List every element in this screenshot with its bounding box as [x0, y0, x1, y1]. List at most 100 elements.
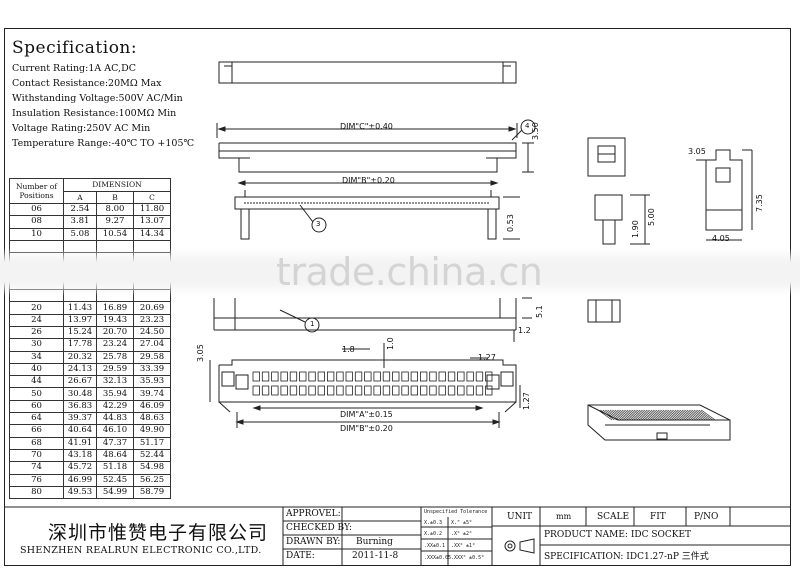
contact-fins — [597, 409, 716, 421]
contact-slot — [308, 371, 316, 382]
contact-fin — [597, 409, 613, 421]
contact-slot — [466, 371, 474, 382]
dim-51: 5.1 — [535, 305, 544, 318]
contact-slot — [345, 385, 353, 396]
contact-slot — [475, 371, 484, 382]
contact-fin — [686, 409, 701, 421]
contact-fin — [641, 409, 656, 421]
contact-fin — [614, 409, 629, 421]
cell-positions: 06 — [9, 202, 64, 217]
cell-dimension-c: 11.80 — [133, 202, 171, 217]
page-number-label: P/NO — [694, 512, 719, 522]
contact-slot — [317, 385, 326, 396]
contact-slot — [317, 371, 326, 382]
contact-fin — [600, 409, 615, 421]
scale-value: FIT — [650, 512, 666, 522]
contact-slot — [373, 385, 381, 396]
scale-label: SCALE — [597, 512, 630, 522]
contact-fin — [617, 409, 632, 421]
contact-slot — [447, 371, 456, 382]
dim-c-label: DIM"C"±0.40 — [340, 122, 393, 131]
contact-slot — [354, 385, 363, 396]
product-name: PRODUCT NAME: IDC SOCKET — [544, 530, 692, 540]
contact-fin — [605, 409, 620, 421]
contact-slot — [438, 371, 446, 382]
contact-fin — [693, 409, 709, 421]
contact-fin — [655, 409, 670, 421]
contact-fin — [653, 409, 668, 421]
tolerance-5: X." ±5° — [451, 520, 473, 526]
contact-fin — [624, 409, 639, 421]
cell-dimension-a: 3.81 — [63, 215, 97, 229]
dim-190: 1.90 — [631, 220, 640, 238]
dim-405: 4.05 — [712, 234, 730, 243]
contact-fin — [648, 409, 663, 421]
watermark-text: trade.china.cn — [276, 250, 543, 294]
contact-fin — [662, 409, 677, 421]
tolerance-8: .XXX° ±0.5° — [451, 555, 485, 561]
contact-fin — [609, 409, 625, 421]
contact-fin — [677, 409, 692, 421]
contact-fin — [701, 409, 716, 421]
spec-voltage-rating: Voltage Rating:250V AC Min — [12, 123, 151, 134]
drawn-value: Burning — [356, 537, 393, 547]
contact-slot — [419, 371, 428, 382]
contact-slot — [289, 371, 298, 382]
dim-053: 0.53 — [506, 214, 515, 232]
spec-contact-resistance: Contact Resistance:20MΩ Max — [12, 78, 162, 89]
contact-fin — [660, 409, 675, 421]
contact-slot — [401, 385, 409, 396]
end-view-top — [587, 137, 626, 177]
contact-fin — [681, 409, 697, 421]
tolerance-7: .XX° ±1° — [451, 543, 476, 549]
contact-slot — [401, 371, 409, 382]
contact-slot — [485, 385, 493, 396]
contact-slot — [336, 371, 344, 382]
contact-fin — [674, 409, 689, 421]
contact-slot — [299, 371, 307, 382]
contact-fin — [667, 409, 682, 421]
contact-slot — [252, 385, 260, 396]
contact-slot — [410, 371, 419, 382]
cell-dimension-c: 14.34 — [133, 227, 171, 241]
contact-fin — [631, 409, 646, 421]
dim-127b: 1.27 — [522, 392, 531, 410]
spec-withstanding-voltage: Withstanding Voltage:500V AC/Min — [12, 93, 183, 104]
contact-slot — [261, 371, 270, 382]
contact-fin — [650, 409, 665, 421]
cell-dimension-c: 23.23 — [133, 313, 171, 327]
contact-fin — [657, 409, 673, 421]
contact-slot — [354, 371, 363, 382]
drawn-label: DRAWN BY: — [286, 537, 341, 547]
cell-dimension-c: 58.79 — [133, 485, 171, 500]
callout-3-circle — [311, 217, 327, 233]
checked-label: CHECKED BY: — [286, 523, 352, 533]
contact-slot — [392, 385, 400, 396]
callout-4-label: 4 — [525, 122, 530, 130]
drawing-sheet-border — [4, 28, 791, 566]
contact-fin — [689, 409, 704, 421]
dim-10: 1.0 — [386, 337, 395, 350]
tolerance-3: .XX±0.1 — [424, 543, 446, 549]
contact-fin — [665, 409, 680, 421]
tolerance-4: .XXX±0.05 — [424, 555, 452, 561]
contact-fin — [643, 409, 658, 421]
company-name-cn: 深圳市惟赞电子有限公司 — [48, 522, 269, 544]
contact-fin — [629, 409, 644, 421]
plan-view-outline — [218, 359, 517, 403]
spec-insulation-resistance: Insulation Resistance:100MΩ Min — [12, 108, 177, 119]
contact-slot — [280, 371, 288, 382]
dim-735: 7.35 — [755, 194, 764, 212]
spec-title: Specification: — [12, 38, 138, 58]
dim-b-top-label: DIM"B"±0.20 — [342, 176, 395, 185]
contact-fin — [612, 409, 627, 421]
contact-fin — [672, 409, 687, 421]
contact-slot — [382, 385, 391, 396]
contact-slot — [364, 371, 372, 382]
contact-slot — [336, 385, 344, 396]
